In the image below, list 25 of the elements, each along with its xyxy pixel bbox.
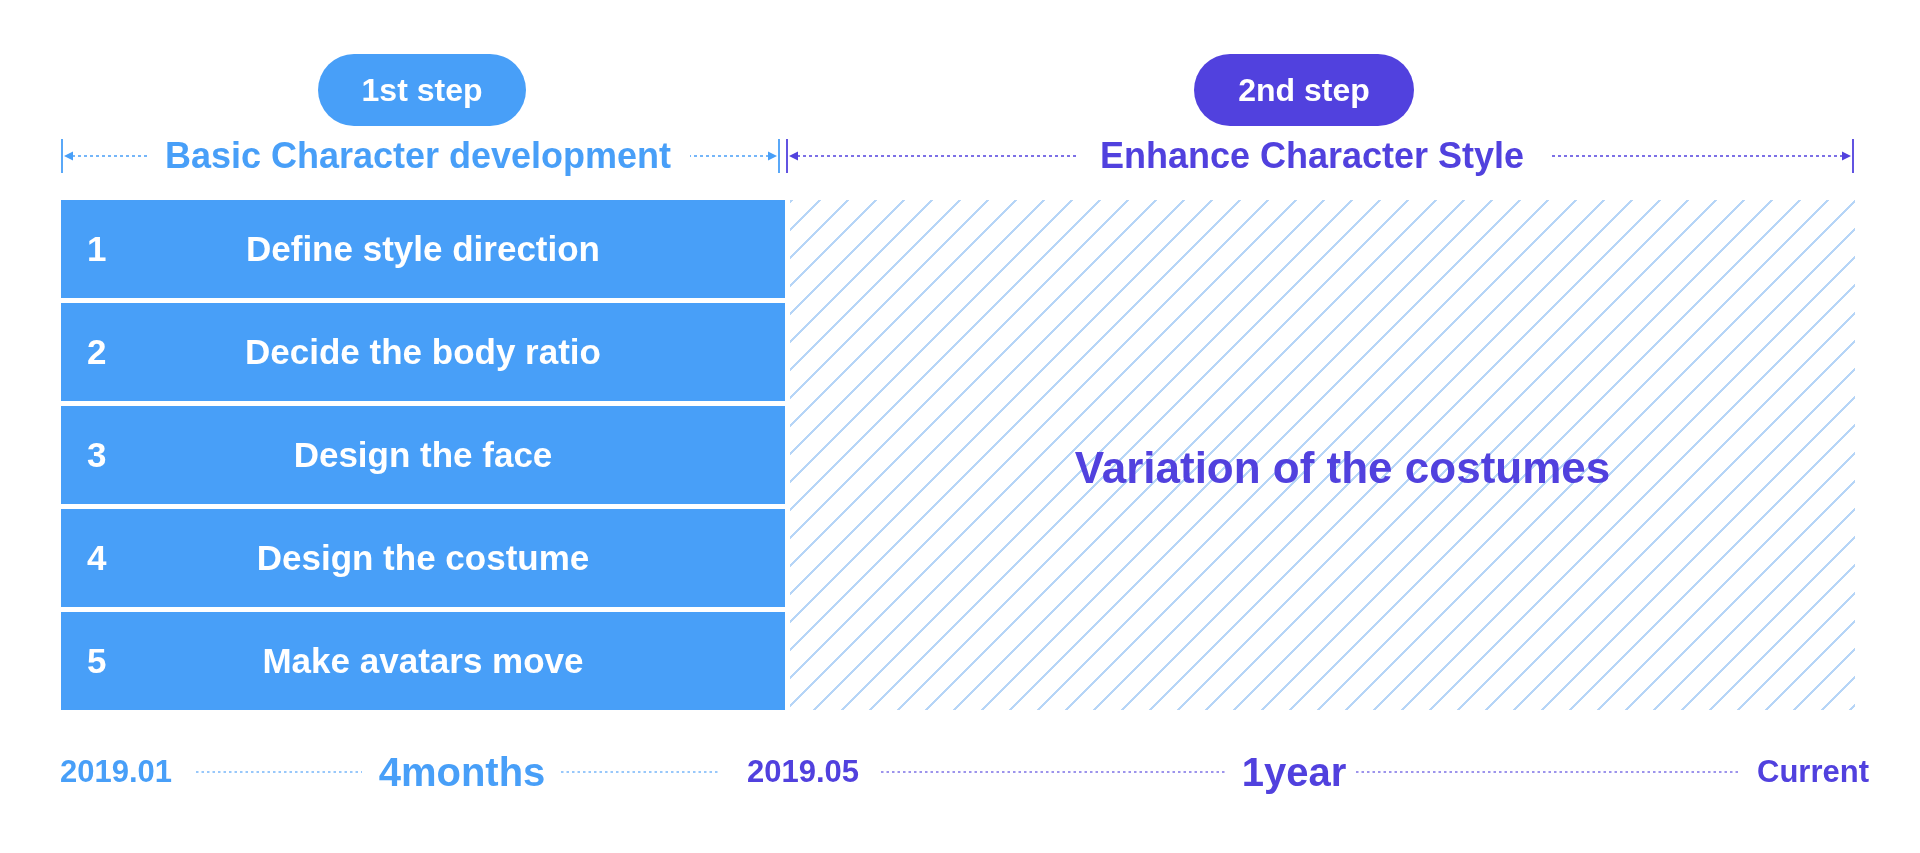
area-title: Variation of the costumes [1074, 442, 1611, 494]
step-bar [61, 509, 785, 607]
step-label: Define style direction [246, 228, 600, 270]
step-label: Decide the body ratio [245, 331, 601, 373]
step-bar [61, 406, 785, 504]
phase-title: Enhance Character Style [1099, 135, 1525, 177]
step-number: 3 [87, 434, 107, 476]
step-bar [61, 200, 785, 298]
step-label: Design the face [293, 434, 553, 476]
date-label: 2019.01 [59, 754, 173, 790]
date-label: 2019.05 [746, 754, 860, 790]
step-label: Make avatars move [262, 640, 584, 682]
duration-label: 4months [378, 749, 546, 795]
step-number: 5 [87, 640, 107, 682]
step-bar [61, 303, 785, 401]
duration-label: 1year [1241, 749, 1347, 795]
phase-title: Basic Character development [164, 135, 672, 177]
pill-label: 1st step [361, 71, 483, 109]
step-bar [61, 612, 785, 710]
pill-label: 2nd step [1238, 71, 1370, 109]
date-label: Current [1757, 754, 1869, 790]
step-number: 1 [87, 228, 107, 270]
step-number: 2 [87, 331, 107, 373]
step-label: Design the costume [256, 537, 590, 579]
step-number: 4 [87, 537, 107, 579]
